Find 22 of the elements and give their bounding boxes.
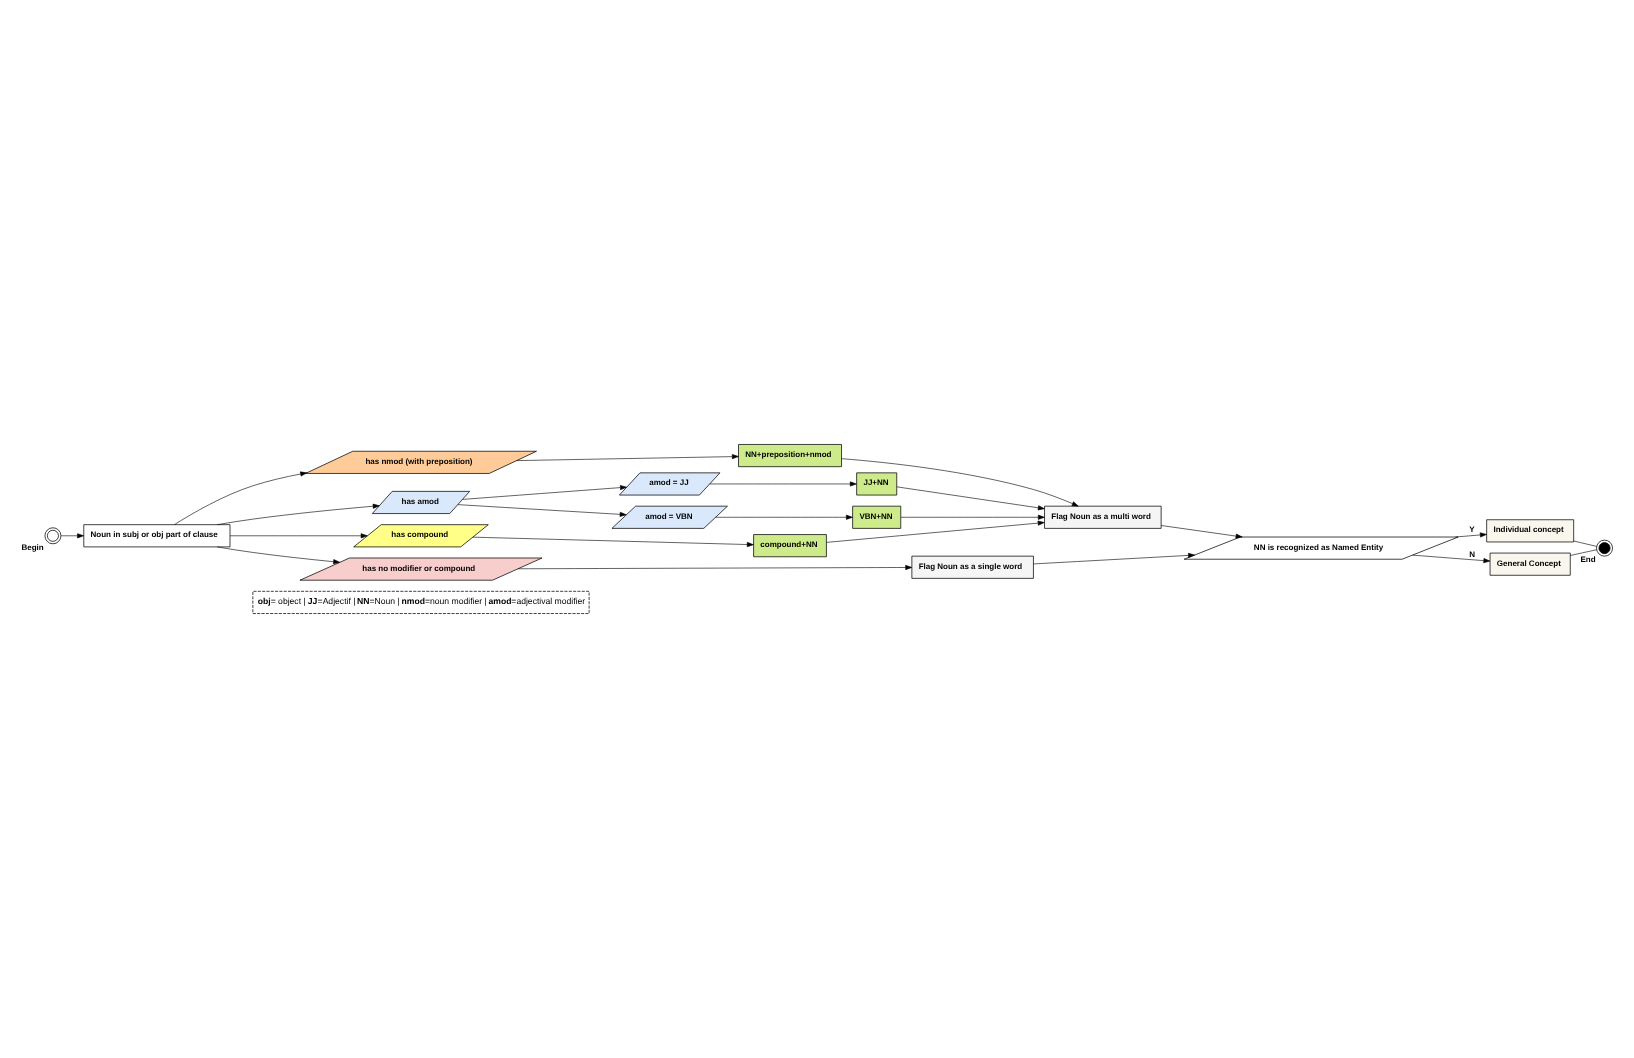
arrow: [1455, 532, 1487, 538]
arrow: [516, 454, 739, 461]
arrow: [517, 565, 913, 570]
arrow: [216, 503, 380, 525]
arrow: [1033, 552, 1195, 565]
arrow: [1161, 525, 1243, 539]
arrow: [900, 514, 1045, 520]
arrow: [826, 520, 1045, 543]
arrow: [841, 458, 1079, 507]
arrow: [709, 481, 857, 487]
arrow: [60, 533, 84, 539]
arrow: [472, 536, 754, 547]
arrow: [216, 546, 340, 565]
arrow: [462, 485, 627, 500]
arrow: [457, 504, 627, 517]
connector: [1573, 540, 1597, 547]
arrow: [715, 514, 853, 520]
arrow: [896, 486, 1045, 511]
arrow: [174, 471, 308, 525]
arrow: [1412, 554, 1491, 564]
connector: [1570, 549, 1597, 556]
arrow: [229, 533, 368, 539]
